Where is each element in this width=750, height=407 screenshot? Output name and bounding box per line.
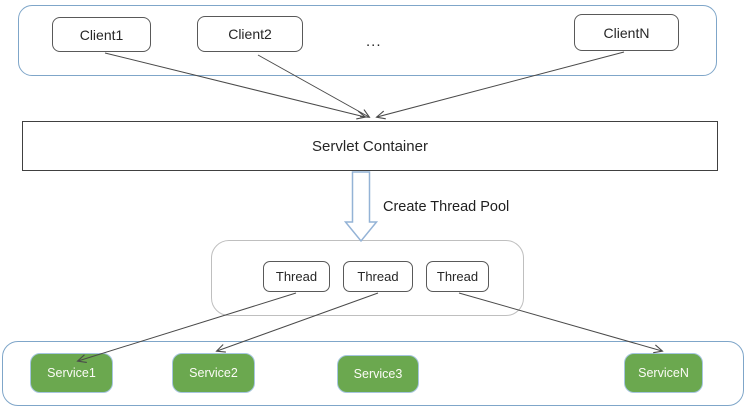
thread3-node: Thread — [426, 261, 489, 292]
client1-label: Client1 — [79, 26, 124, 43]
serviceN-node: ServiceN — [624, 353, 703, 393]
clients-ellipsis: ... — [366, 33, 382, 50]
service1-label: Service1 — [47, 366, 96, 380]
service3-label: Service3 — [353, 367, 403, 381]
service2-label: Service2 — [189, 366, 238, 380]
client1-node: Client1 — [52, 17, 151, 52]
service1-node: Service1 — [30, 353, 113, 393]
thread2-node: Thread — [343, 261, 413, 292]
client2-node: Client2 — [197, 16, 303, 52]
client2-label: Client2 — [228, 26, 272, 42]
create-thread-pool-label: Create Thread Pool — [383, 199, 510, 215]
service2-node: Service2 — [172, 353, 255, 393]
thread3-label: Thread — [436, 269, 479, 284]
servlet-container-node: Servlet Container — [22, 121, 718, 171]
thread2-label: Thread — [357, 269, 399, 284]
servlet-container-label: Servlet Container — [312, 137, 428, 155]
service3-node: Service3 — [337, 355, 419, 393]
serviceN-label: ServiceN — [638, 366, 689, 380]
thread1-node: Thread — [263, 261, 330, 292]
block-arrow-create-thread-pool — [343, 171, 379, 243]
clientN-node: ClientN — [574, 14, 679, 51]
clientN-label: ClientN — [603, 24, 650, 41]
thread1-label: Thread — [275, 269, 318, 284]
